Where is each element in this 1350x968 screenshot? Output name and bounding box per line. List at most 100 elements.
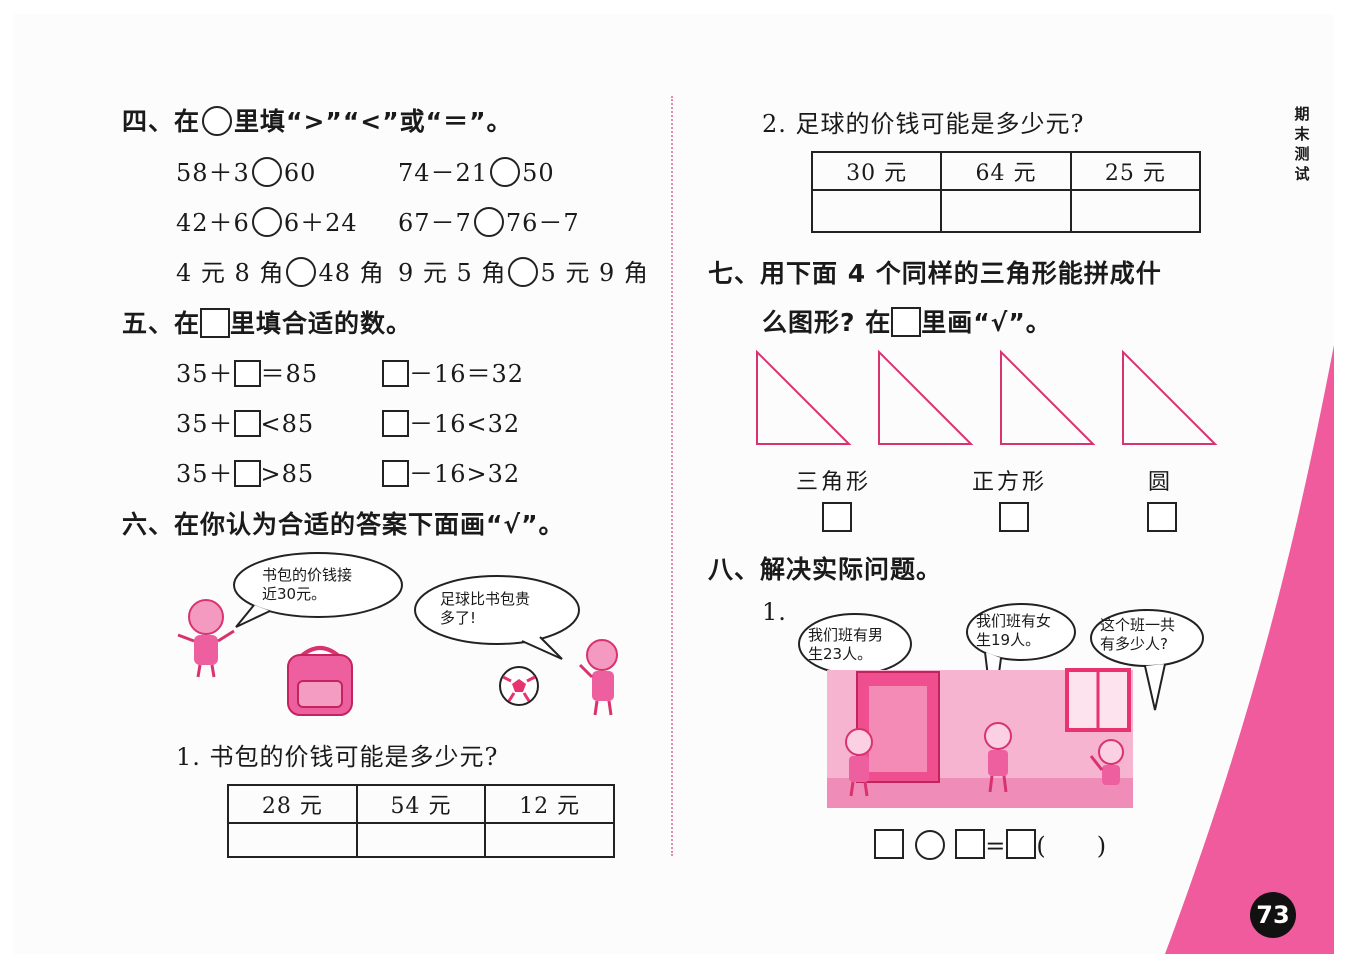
section-5-heading-pre: 五、在 (122, 309, 201, 338)
shape-label-square: 正方形 (972, 470, 1048, 495)
shape-label-triangle: 三角形 (796, 470, 872, 495)
fill-row-2-right: －16<32 (382, 404, 520, 439)
expression: 35＋ (176, 460, 234, 488)
check-cell[interactable] (940, 189, 1072, 233)
expression: 5 元 9 角 (540, 259, 649, 287)
check-cell[interactable] (355, 822, 487, 858)
answer-box[interactable] (874, 829, 904, 859)
check-cell[interactable] (227, 822, 358, 858)
answer-box[interactable] (955, 829, 986, 859)
expression: 74－21 (398, 159, 489, 187)
expression: 6＋24 (283, 209, 358, 237)
option-cell: 28 元 (227, 784, 358, 824)
expression: 76－7 (505, 209, 580, 237)
expression: －16>32 (409, 460, 521, 488)
bubble-line: 我们班有女 (976, 612, 1052, 630)
answer-box-circle[interactable] (1147, 502, 1177, 532)
bubble-girl-text: 书包的价钱接 近30元。 (262, 566, 352, 604)
speech-bubble-boy (414, 575, 580, 645)
answer-circle[interactable] (286, 257, 317, 287)
answer-circle[interactable] (251, 157, 282, 187)
speech-bubble-girl (966, 603, 1076, 661)
shape-label-circle: 圆 (1148, 470, 1172, 495)
side-tab-char: 试 (1294, 165, 1310, 183)
answer-box[interactable] (1006, 829, 1037, 859)
triangles-illustration (756, 349, 1218, 445)
check-cell[interactable] (1069, 189, 1202, 233)
answer-box[interactable] (233, 360, 261, 387)
expression: 35＋ (176, 410, 234, 438)
side-tab-char: 末 (1294, 125, 1310, 143)
option-cell: 54 元 (355, 784, 487, 824)
section-7-heading-line2: 么图形? 在里画“√”。 (762, 303, 1052, 339)
expression: 60 (283, 159, 317, 187)
fill-row-3-right: －16>32 (382, 454, 520, 489)
expression: <85 (260, 410, 315, 438)
triangle-shape (1122, 349, 1218, 445)
section-6-illustration (177, 552, 618, 716)
check-cell[interactable] (810, 189, 943, 233)
section-6-heading: 六、在你认为合适的答案下面画“√”。 (122, 510, 565, 539)
expression: 35＋ (176, 360, 234, 388)
bubble-boy-text: 我们班有男 生23人。 (808, 626, 883, 664)
section-7-heading-pre: 么图形? 在 (762, 308, 892, 337)
answer-box[interactable] (382, 410, 409, 437)
option-cell: 25 元 (1069, 151, 1202, 191)
child-figure (1089, 739, 1124, 785)
fill-row-3-left: 35＋>85 (176, 454, 314, 489)
section-7-heading-post: 里画“√”。 (921, 308, 1052, 337)
soccer-ball-image (499, 666, 539, 706)
question-1: 1. 书包的价钱可能是多少元? (176, 743, 499, 771)
square-blank-icon (891, 307, 922, 337)
expression: －16＝32 (409, 360, 525, 388)
answer-circle[interactable] (251, 207, 282, 237)
column-divider (671, 96, 673, 856)
circle-blank-icon (202, 106, 233, 136)
triangle-shape (1000, 349, 1096, 445)
section-4-heading: 四、在里填“>”“<”或“＝”。 (122, 102, 513, 138)
answer-box[interactable] (233, 410, 261, 437)
answer-box-square[interactable] (999, 502, 1029, 532)
answer-circle[interactable] (490, 157, 521, 187)
side-tab-char: 期 (1294, 105, 1310, 123)
unit-parentheses[interactable]: ( ) (1036, 832, 1108, 860)
bubble-line: 有多少人? (1100, 635, 1168, 653)
chapter-side-tab: 期 末 测 试 (1290, 104, 1314, 184)
speech-bubble-girl (233, 552, 403, 618)
bubble-line: 生23人。 (808, 645, 873, 663)
check-cell[interactable] (484, 822, 615, 858)
expression: 67－7 (398, 209, 472, 237)
answer-circle[interactable] (473, 207, 504, 237)
section-4-heading-pre: 四、在 (122, 107, 201, 136)
answer-box[interactable] (233, 460, 261, 487)
answer-box[interactable] (382, 460, 409, 487)
square-blank-icon (200, 308, 231, 338)
answer-box-triangle[interactable] (822, 502, 852, 532)
operator-circle[interactable] (914, 830, 945, 860)
answer-circle[interactable] (508, 257, 539, 287)
bubble-line: 这个班一共 (1100, 616, 1176, 634)
expression: 42＋6 (176, 209, 250, 237)
problem-number: 1. (762, 598, 787, 626)
answer-box[interactable] (382, 360, 409, 387)
bubble-line: 生19人。 (976, 631, 1041, 649)
option-cell: 30 元 (810, 151, 943, 191)
option-cell: 64 元 (940, 151, 1072, 191)
bubble-third-text: 这个班一共 有多少人? (1100, 616, 1175, 654)
equation-row: =( ) (874, 826, 1107, 861)
side-tab-char: 测 (1294, 145, 1310, 163)
answer-table-bag: 28 元 54 元 12 元 (227, 784, 615, 858)
door-panel (869, 686, 927, 772)
classroom-illustration (798, 603, 1204, 808)
boy-figure (578, 639, 618, 716)
fill-row-1-right: －16＝32 (382, 354, 524, 389)
option-cell: 12 元 (484, 784, 615, 824)
page-number: 73 (1250, 892, 1296, 938)
bubble-boy-text: 足球比书包贵 多了! (440, 590, 530, 628)
expression: 50 (522, 159, 555, 187)
girl-figure (177, 599, 235, 678)
answer-table-ball: 30 元 64 元 25 元 (810, 151, 1202, 233)
